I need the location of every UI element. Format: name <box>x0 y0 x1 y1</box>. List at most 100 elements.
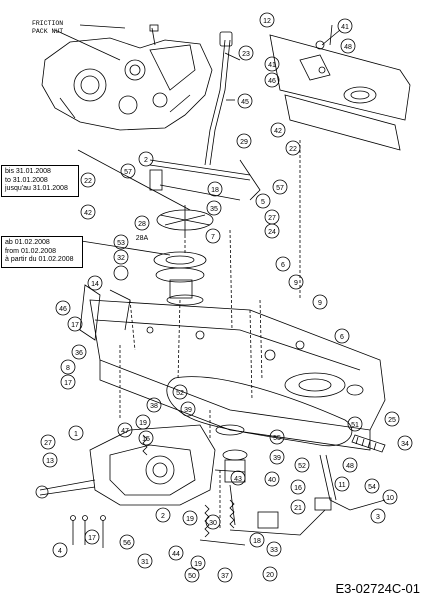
callout-19b: 19 <box>186 516 194 523</box>
callout-20: 20 <box>266 572 274 579</box>
friction-pack-nut-label: FRICTION PACK NUT <box>32 20 63 35</box>
note-after-line-3: à partir du 01.02.2008 <box>5 256 74 263</box>
callout-46b: 46 <box>59 306 67 313</box>
callout-5: 5 <box>261 199 265 206</box>
callout-25: 25 <box>388 417 396 424</box>
callout-6b: 6 <box>340 334 344 341</box>
callout-24: 24 <box>268 229 276 236</box>
grip <box>351 434 386 453</box>
callout-39b: 39 <box>273 455 281 462</box>
callout-19a: 19 <box>139 420 147 427</box>
callout-50: 51 <box>351 422 359 429</box>
note-before-line-1: bis 31.01.2008 <box>5 168 51 175</box>
callout-1: 1 <box>74 431 78 438</box>
callout-30: 30 <box>209 520 217 527</box>
callout-10: 10 <box>386 495 394 502</box>
note-before-line-2: to 31.01.2008 <box>5 176 48 184</box>
note-after-line-1: ab 01.02.2008 <box>5 239 50 246</box>
callout-2: 2 <box>144 157 148 164</box>
callout-6a: 6 <box>281 262 285 269</box>
leader-lines <box>74 24 341 256</box>
callout-40: 40 <box>268 477 276 484</box>
brake-rod <box>199 454 386 546</box>
callout-53: 54 <box>368 484 376 491</box>
drawing-code: E3-02724C-01 <box>335 581 420 596</box>
callout-22a: 22 <box>289 146 297 153</box>
callout-33: 33 <box>270 547 278 554</box>
callout-13: 13 <box>46 458 54 465</box>
callout-26: 27 <box>268 215 276 222</box>
callout-56a: 57 <box>124 169 132 176</box>
callout-11: 11 <box>338 482 345 489</box>
callout-43: 43 <box>234 476 242 483</box>
frame-top-right <box>269 34 411 151</box>
date-note-before: bis 31.01.2008 to 31.01.2008 jusqu'au 31… <box>1 165 79 197</box>
callout-17c: 17 <box>88 535 96 542</box>
callout-54: 55 <box>273 435 281 442</box>
transaxle <box>35 424 246 506</box>
callout-28a: 28A <box>136 235 149 242</box>
friction-label-line-1: FRICTION <box>32 20 64 27</box>
callout-48b: 48 <box>346 463 354 470</box>
callout-19c: 19 <box>194 561 202 568</box>
callout-4: 4 <box>58 548 62 555</box>
assembly-lines <box>119 140 301 530</box>
callout-18b: 18 <box>253 538 261 545</box>
callout-7: 7 <box>211 234 215 241</box>
callout-48: 48 <box>344 44 352 51</box>
callout-56b: 57 <box>276 185 284 192</box>
callout-29: 29 <box>240 139 248 146</box>
callout-21: 21 <box>294 505 302 512</box>
callout-45: 45 <box>241 99 249 106</box>
callout-51a: 52 <box>176 390 184 397</box>
note-after-line-2: from 01.02.2008 <box>5 247 56 255</box>
callout-18: 18 <box>211 187 219 194</box>
fan-pulley-stack <box>153 205 214 306</box>
callout-41a: 41 <box>341 24 349 31</box>
callout-3: 3 <box>376 514 380 521</box>
callout-28: 28 <box>138 221 146 228</box>
callout-51b: 52 <box>298 463 306 470</box>
callout-44: 44 <box>172 551 180 558</box>
callout-23: 23 <box>242 51 250 58</box>
callout-22b: 22 <box>84 178 92 185</box>
callout-17a: 17 <box>71 322 79 329</box>
callout-16: 16 <box>294 485 302 492</box>
callout-47: 47 <box>121 428 129 435</box>
friction-label-line-2: PACK NUT <box>32 27 64 35</box>
callout-2b: 2 <box>161 513 165 520</box>
callout-17b: 17 <box>64 380 72 387</box>
note-before-line-3: jusqu'au 31.01.2008 <box>5 185 68 192</box>
transmission-inset <box>41 24 213 131</box>
callout-34: 34 <box>401 441 409 448</box>
callout-41b: 41 <box>268 62 276 69</box>
callout-52: 53 <box>117 240 125 247</box>
callout-37: 37 <box>221 573 229 580</box>
callout-27: 27 <box>44 440 52 447</box>
chassis-frame <box>79 284 386 451</box>
callout-49: 50 <box>188 573 196 580</box>
callout-12: 12 <box>263 18 271 25</box>
callout-42b: 42 <box>84 210 92 217</box>
callout-46a: 46 <box>268 78 276 85</box>
callout-36: 36 <box>75 350 83 357</box>
callout-38: 38 <box>150 403 158 410</box>
callout-9b: 9 <box>318 300 322 307</box>
callout-31: 31 <box>141 559 149 566</box>
callout-35: 35 <box>210 206 218 213</box>
date-note-after: ab 01.02.2008 from 01.02.2008 à partir d… <box>1 236 83 268</box>
callout-15: 15 <box>142 436 150 443</box>
callout-39: 39 <box>184 407 192 414</box>
callout-55: 56 <box>123 540 131 547</box>
callout-14: 14 <box>91 281 99 288</box>
callout-32: 32 <box>117 255 125 262</box>
linkage <box>149 159 261 201</box>
callout-9a: 9 <box>294 280 298 287</box>
shift-lever <box>204 31 233 166</box>
part-callouts: 23 45 12 41 48 41 46 42 29 22 2 57 57 22… <box>40 12 413 583</box>
bolts-lower-left <box>70 515 106 548</box>
callout-42a: 42 <box>274 128 282 135</box>
callout-8: 8 <box>66 365 70 372</box>
